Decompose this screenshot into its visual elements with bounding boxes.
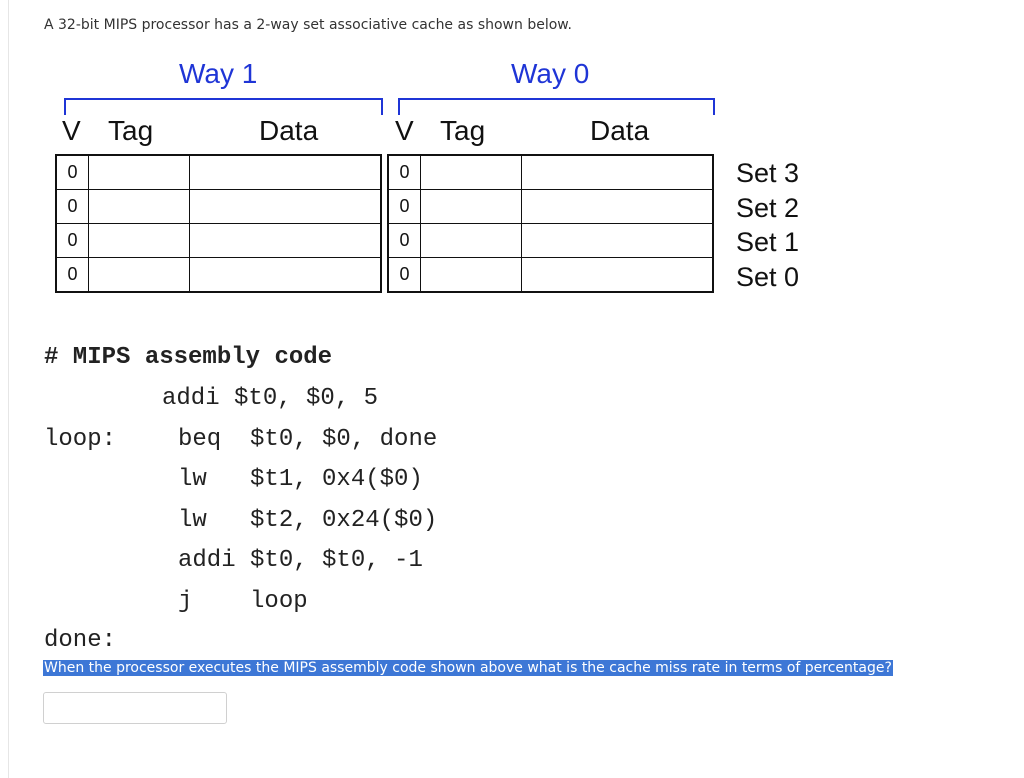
code-line-5: addi $t0, $t0, -1 [178, 547, 423, 574]
table-row: 0 [387, 154, 714, 190]
way-0-tag-header: Tag [440, 115, 486, 146]
loop-label: loop: [44, 426, 117, 453]
way-0-v-header: V [395, 115, 414, 146]
table-row: 0 [55, 223, 382, 258]
table-row: 0 [387, 257, 714, 293]
tag-cell [88, 223, 190, 258]
data-cell [521, 223, 714, 258]
set-labels: Set 3 Set 2 Set 1 Set 0 [736, 156, 799, 294]
table-row: 0 [55, 154, 382, 190]
valid-bit: 0 [55, 189, 89, 224]
way-1-bracket [64, 98, 383, 115]
way-0-table: 0 0 0 0 [387, 154, 714, 293]
way-1-label: Way 1 [179, 58, 258, 89]
table-row: 0 [387, 189, 714, 224]
tag-cell [88, 189, 190, 224]
tag-cell [420, 189, 522, 224]
data-cell [521, 154, 714, 190]
done-label: done: [44, 627, 117, 654]
tag-cell [420, 154, 522, 190]
table-row: 0 [55, 189, 382, 224]
set-label: Set 0 [736, 261, 800, 292]
tag-cell [88, 257, 190, 293]
data-cell [189, 257, 382, 293]
valid-bit: 0 [387, 223, 421, 258]
table-row: 0 [387, 223, 714, 258]
set-label: Set 2 [736, 192, 800, 223]
valid-bit: 0 [387, 189, 421, 224]
data-cell [521, 257, 714, 293]
way-0-label: Way 0 [511, 58, 590, 89]
way-1-data-header: Data [259, 115, 319, 146]
code-comment: # MIPS assembly code [44, 344, 333, 371]
code-line-1: addi $t0, $0, 5 [162, 385, 379, 412]
code-line-2: beq $t0, $0, done [178, 426, 438, 453]
page-edge-divider [8, 0, 9, 778]
way-0-bracket [398, 98, 715, 115]
way-1-tag-header: Tag [108, 115, 154, 146]
tag-cell [420, 257, 522, 293]
way-1-v-header: V [62, 115, 81, 146]
valid-bit: 0 [387, 154, 421, 190]
code-line-6: j loop [178, 588, 308, 615]
way-1-table: 0 0 0 0 [55, 154, 382, 293]
data-cell [521, 189, 714, 224]
way-0-data-header: Data [590, 115, 650, 146]
data-cell [189, 154, 382, 190]
data-cell [189, 189, 382, 224]
set-label: Set 1 [736, 227, 800, 257]
set-label: Set 3 [736, 158, 800, 188]
valid-bit: 0 [387, 257, 421, 293]
tag-cell [420, 223, 522, 258]
table-row: 0 [55, 257, 382, 293]
tag-cell [88, 154, 190, 190]
data-cell [189, 223, 382, 258]
valid-bit: 0 [55, 257, 89, 293]
intro-text: A 32-bit MIPS processor has a 2-way set … [44, 17, 572, 33]
code-line-4: lw $t2, 0x24($0) [178, 507, 438, 534]
question-text: When the processor executes the MIPS ass… [43, 660, 893, 676]
valid-bit: 0 [55, 223, 89, 258]
valid-bit: 0 [55, 154, 89, 190]
code-line-3: lw $t1, 0x4($0) [178, 466, 423, 493]
answer-input[interactable] [43, 692, 227, 724]
